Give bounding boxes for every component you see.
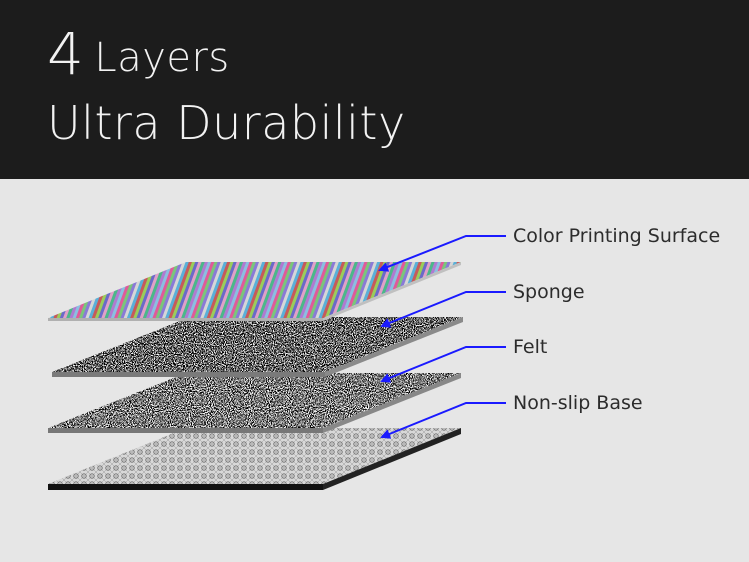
title-line-2: Ultra Durability: [47, 96, 406, 150]
callout-line-color-printing-surface: [378, 235, 506, 272]
color-surface-top: [48, 262, 461, 318]
callout-line-non-slip-base: [380, 402, 506, 439]
sponge-surface-speckle: [52, 317, 463, 372]
non-slip-base-front-edge: [48, 484, 323, 490]
color-surface-side-edge: [323, 262, 461, 321]
layer-sponge: [52, 317, 463, 377]
layer-diagram: Color Printing Surface Sponge Felt Non-s…: [48, 225, 720, 490]
layer-count: 4: [47, 20, 85, 88]
felt-side-edge: [323, 373, 461, 433]
color-surface-front-edge: [48, 318, 323, 321]
felt-front-edge: [48, 428, 323, 433]
label-color-printing-surface: Color Printing Surface: [513, 225, 720, 247]
label-non-slip-base: Non-slip Base: [513, 392, 643, 414]
layer-felt: [48, 373, 461, 433]
label-sponge: Sponge: [513, 281, 585, 303]
layer-non-slip-base: [48, 428, 461, 490]
non-slip-base-side-edge: [323, 428, 461, 490]
layer-color-printing-surface: [48, 262, 461, 321]
label-felt: Felt: [513, 336, 547, 358]
sponge-front-edge: [52, 372, 325, 377]
title-layers: Layers: [94, 35, 230, 81]
callout-line-felt: [380, 346, 506, 383]
callout-line-sponge: [380, 291, 506, 328]
felt-surface-speckle: [48, 373, 461, 428]
non-slip-base-surface: [48, 428, 461, 484]
sponge-side-edge: [325, 317, 463, 377]
